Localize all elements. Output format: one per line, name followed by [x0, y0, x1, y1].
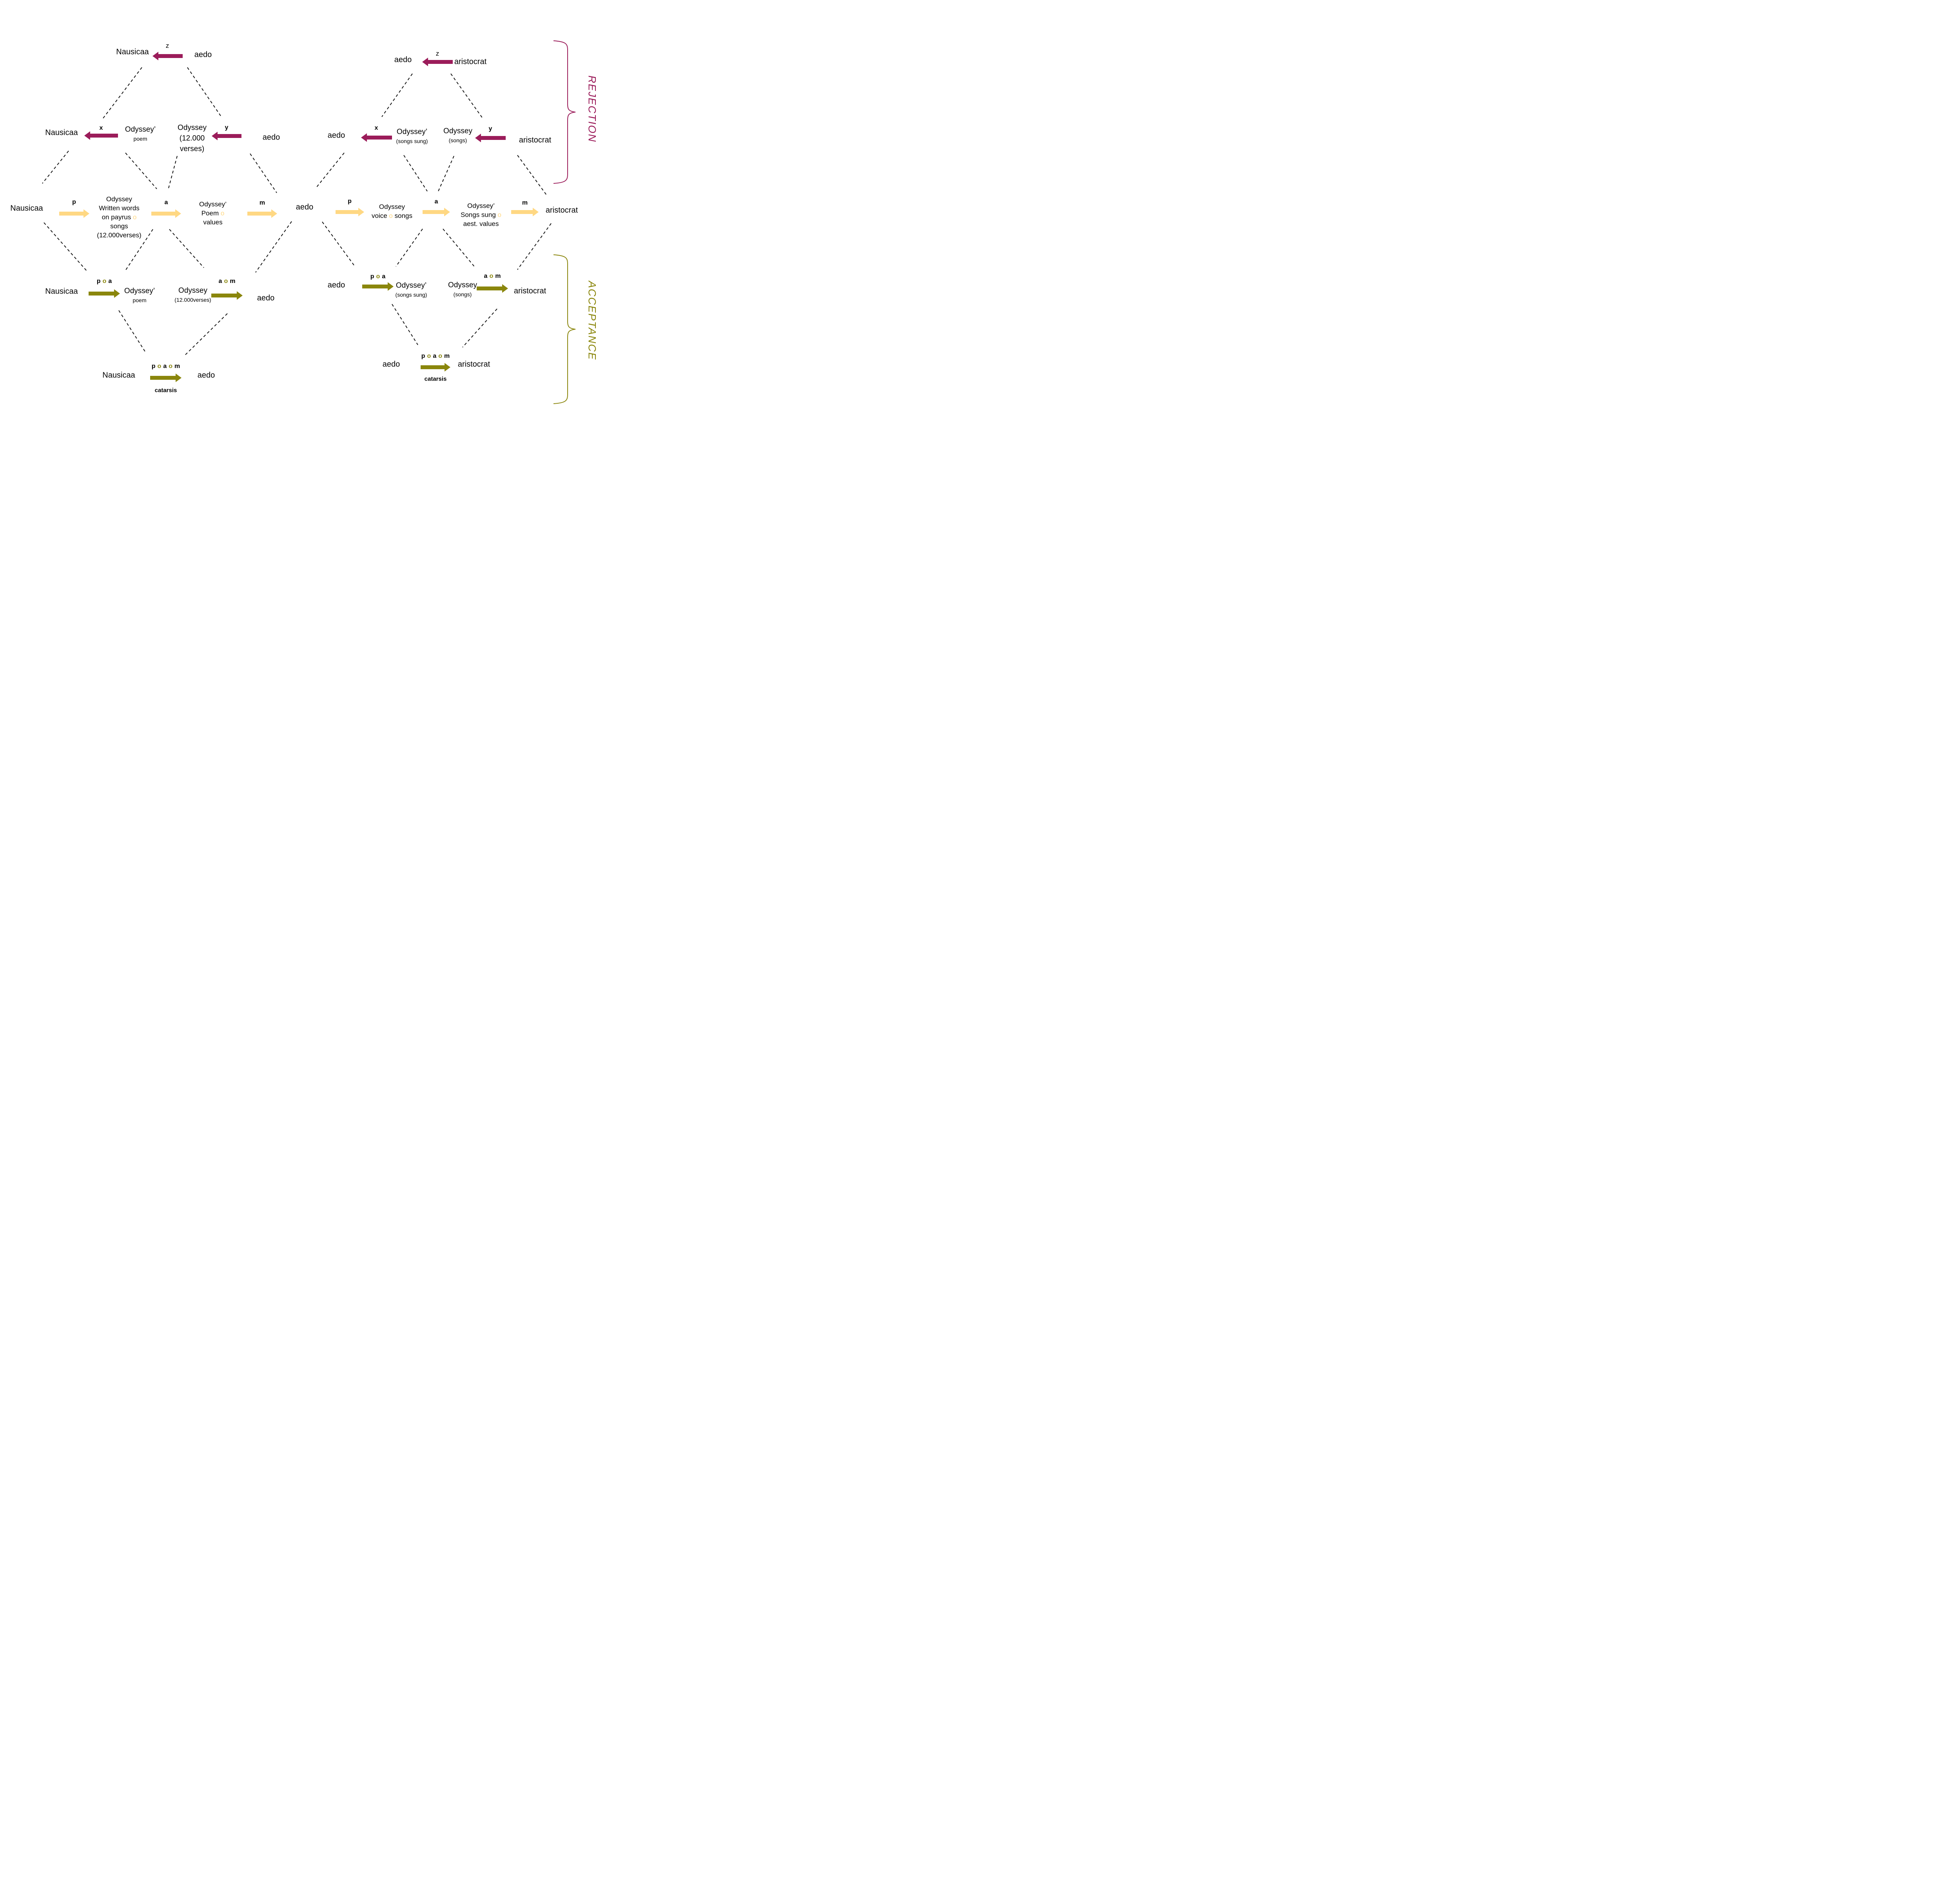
acceptance-brace-icon: [553, 254, 576, 404]
olive-o-letter: o: [376, 273, 380, 280]
right-bottom-target: aristocrat: [457, 360, 490, 369]
right-r4a-source: aedo: [327, 281, 345, 290]
left-mid-object2: Odyssey’ Poem o values: [199, 200, 227, 226]
right-r2b-rel-label: y: [488, 125, 492, 132]
left-r2a-rel-label: x: [99, 125, 103, 131]
right-mid-m-label: m: [522, 199, 528, 206]
p-arrow-icon: [59, 209, 89, 218]
left-r4b-source: Odyssey (12.000verses): [174, 286, 211, 303]
right-mid-a-label: a: [434, 198, 438, 205]
aom-arrow-icon: [211, 291, 243, 300]
m-arrow-icon: [247, 209, 277, 218]
yellow-o-letter: o: [132, 213, 137, 221]
aom-arrow-icon: [477, 284, 508, 293]
olive-o-letter: o: [169, 363, 173, 370]
left-r4b-target: aedo: [257, 294, 275, 303]
right-mid-right-vertex: aristocrat: [545, 206, 578, 215]
z-arrow-icon: [152, 52, 183, 60]
a-arrow-icon: [423, 208, 450, 216]
right-catarsis-caption: catarsis: [424, 375, 447, 383]
yellow-o-letter: o: [220, 209, 225, 217]
a-arrow-icon: [151, 209, 181, 218]
poaom-arrow-icon: [150, 374, 181, 382]
right-mid-object1: Odyssey voice o songs: [372, 203, 412, 219]
y-arrow-icon: [475, 134, 506, 142]
left-mid-a-label: a: [164, 199, 168, 206]
right-r2a-source: Odyssey’ (songs sung): [396, 128, 428, 144]
olive-o-letter: o: [438, 353, 443, 359]
left-r2b-target: Odyssey (12.000 verses): [178, 123, 207, 153]
m-arrow-icon: [511, 208, 539, 216]
right-r2b-target: Odyssey (songs): [443, 127, 472, 143]
right-top-rel-label: z: [436, 50, 439, 57]
right-r2a-target: aedo: [327, 131, 345, 140]
olive-o-letter: o: [102, 278, 107, 285]
left-catarsis-caption: catarsis: [154, 387, 177, 394]
olive-o-letter: o: [489, 273, 494, 279]
right-top-target: aedo: [394, 55, 412, 64]
left-r2a-target: Nausicaa: [45, 128, 78, 137]
left-top-target: Nausicaa: [116, 47, 149, 56]
yellow-o-letter: o: [497, 211, 501, 219]
right-mid-object2: Odyssey’ Songs sung o aest. values: [461, 202, 501, 228]
left-bottom-target: aedo: [197, 371, 215, 380]
right-top-source: aristocrat: [454, 57, 487, 66]
shared-aedo-vertex: aedo: [296, 203, 314, 212]
olive-o-letter: o: [224, 278, 228, 285]
right-r4a-target: Odyssey’ (songs sung): [395, 281, 427, 298]
z-arrow-icon: [422, 58, 453, 66]
left-mid-m-label: m: [259, 199, 265, 206]
poa-arrow-icon: [362, 282, 394, 291]
right-bottom-source: aedo: [382, 360, 400, 369]
acceptance-label: ACCEPTANCE: [586, 281, 598, 361]
yellow-o-letter: o: [389, 212, 393, 219]
left-r2a-source: Odyssey’ poem: [125, 125, 156, 142]
p-arrow-icon: [336, 208, 364, 216]
right-mid-p-label: p: [348, 198, 352, 205]
left-top-source: aedo: [194, 50, 212, 59]
olive-o-letter: o: [157, 363, 162, 370]
left-bottom-source: Nausicaa: [102, 371, 135, 380]
olive-o-letter: o: [427, 353, 431, 359]
right-r2b-source: aristocrat: [519, 136, 552, 145]
dashed-connector-lines: [42, 40, 576, 404]
right-r4b-target: aristocrat: [514, 286, 546, 296]
left-mid-object1: Odyssey Written words on payrus o songs …: [97, 195, 142, 239]
rejection-label: REJECTION: [586, 75, 598, 143]
poaom-arrow-icon: [421, 363, 450, 372]
left-mid-p-label: p: [72, 199, 76, 205]
left-top-rel-label: z: [165, 42, 169, 49]
x-arrow-icon: [361, 133, 392, 142]
left-r4a-target: Odyssey’ poem: [124, 287, 155, 303]
poa-arrow-icon: [89, 289, 120, 298]
y-arrow-icon: [212, 132, 241, 140]
right-r2a-rel-label: x: [374, 125, 378, 131]
left-r4a-source: Nausicaa: [45, 287, 78, 296]
right-r4b-source: Odyssey (songs): [448, 281, 477, 297]
left-r2b-rel-label: y: [225, 124, 229, 131]
x-arrow-icon: [84, 131, 118, 140]
diagram-canvas: Nausicaa z aedo Nausicaa x Odyssey’ poem…: [0, 0, 606, 468]
left-r2b-source: aedo: [262, 133, 280, 142]
left-mid-left-vertex: Nausicaa: [10, 204, 43, 213]
rejection-brace-icon: [553, 40, 576, 184]
